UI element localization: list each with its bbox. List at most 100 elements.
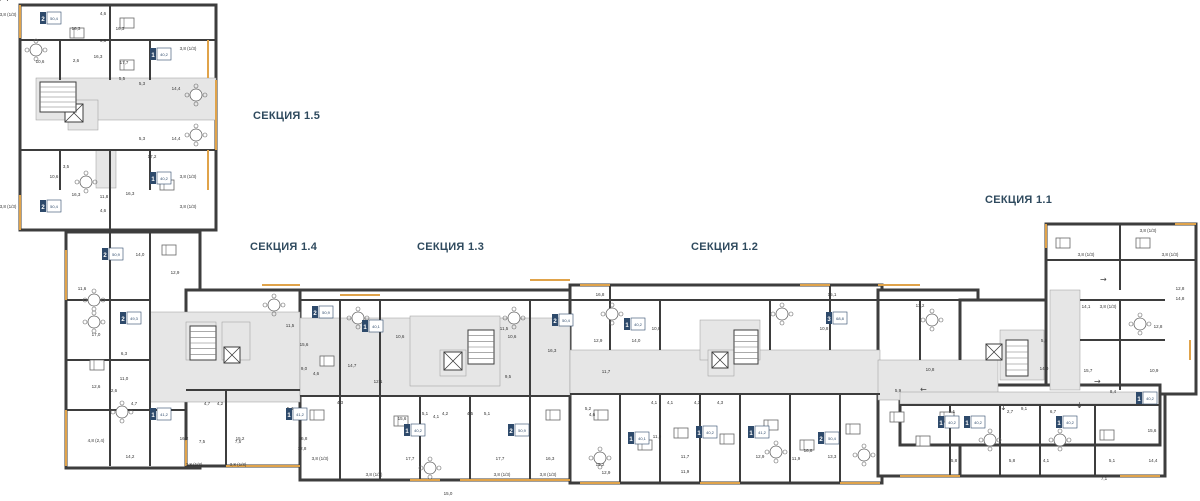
bed: [319, 355, 335, 367]
room-area-label: 6,3: [121, 351, 128, 356]
badge-area: 41,2: [296, 412, 305, 417]
badge-area: 40,2: [1146, 396, 1155, 401]
room-area-label: 14,7: [348, 363, 357, 368]
chair: [987, 428, 993, 434]
badge-area: 40,1: [372, 324, 381, 329]
badge-room-count-box: [1136, 392, 1142, 404]
elevator-cross: [223, 346, 241, 364]
chair: [355, 306, 361, 312]
room-area-label: 3,8 (1/3): [0, 12, 17, 17]
chair: [1066, 437, 1072, 443]
elevator-cross: [711, 351, 729, 369]
chair: [436, 465, 442, 471]
room-area-label: 16,3: [94, 54, 103, 59]
chair: [606, 455, 612, 461]
badge-area-box: [318, 305, 334, 319]
room-area-label: 12,8: [1176, 286, 1185, 291]
dining-table: [189, 128, 203, 142]
badge-area-box: [126, 311, 142, 325]
room-area-label: 3,8 (1/3): [180, 46, 197, 51]
room-area-label: 10,6: [50, 174, 59, 179]
room-area-label: 3,8 (1/3): [186, 462, 203, 467]
chair: [91, 310, 97, 316]
chair: [597, 464, 603, 470]
room-area-label: 16,8: [596, 292, 605, 297]
section-label-1-5[interactable]: СЕКЦИЯ 1.5: [253, 110, 321, 122]
chair: [82, 297, 88, 303]
room-area-label: 16,3: [548, 348, 557, 353]
chair: [427, 456, 433, 462]
chair: [1048, 437, 1054, 443]
badge-area-box: [634, 431, 650, 445]
badge-room-count: 2: [313, 311, 317, 317]
chair: [83, 170, 89, 176]
dining-table: [189, 88, 203, 102]
chair: [870, 452, 876, 458]
room-area-label: 5,5: [119, 76, 126, 81]
room-area-label: 11,5: [286, 323, 295, 328]
chair: [193, 83, 199, 89]
section-label-1-1[interactable]: СЕКЦИЯ 1.1: [985, 194, 1053, 206]
dining-table: [351, 311, 365, 325]
room-area-label: 14,0: [632, 338, 641, 343]
arrow-icon: →: [1100, 275, 1107, 284]
room-area-label: 9,1: [1021, 406, 1028, 411]
chair: [82, 319, 88, 325]
room-area-label: 2,6: [73, 58, 80, 63]
room-area-label: 12,1: [374, 379, 383, 384]
badge-room-count: 2: [41, 205, 45, 211]
badge-room-count-box: [404, 424, 410, 436]
bed: [89, 359, 105, 371]
room-area-label: 4,8 (2,4): [88, 438, 105, 443]
room-area-label: 15,6: [398, 416, 407, 421]
section-label-1-2[interactable]: СЕКЦИЯ 1.2: [691, 241, 759, 253]
section-label-1-4[interactable]: СЕКЦИЯ 1.4: [250, 241, 318, 253]
room-area-label: 3,8 (1/3): [540, 472, 557, 477]
badge-area: 50,9: [322, 310, 331, 315]
badge-area-box: [156, 407, 172, 421]
bed: [719, 433, 735, 445]
room-area-label: 10,8: [652, 326, 661, 331]
chair: [262, 302, 268, 308]
badge-area: 50,4: [828, 436, 837, 441]
badge-area: 50,9: [518, 428, 527, 433]
room-area-label: 5,1: [484, 411, 491, 416]
room-area-label: 12,8: [1154, 324, 1163, 329]
badge-area: 50,4: [50, 204, 59, 209]
badge-room-count-box: [120, 312, 126, 324]
badge-area: 49,3: [130, 316, 139, 321]
room-area-label: 7,5: [199, 439, 206, 444]
chair: [996, 437, 1002, 443]
room-area-label: 11,9: [792, 456, 801, 461]
dining-table: [267, 298, 281, 312]
room-area-label: 5,8: [951, 458, 958, 463]
room-area-label: 17,7: [496, 456, 505, 461]
chair: [119, 400, 125, 406]
room-area-label: 11,7: [602, 369, 611, 374]
badge-room-count-box: [286, 408, 292, 420]
room-area-label: 3,8 (1/3): [230, 462, 247, 467]
room-area-label: 5,2: [585, 406, 592, 411]
badge-area-box: [46, 199, 62, 213]
room-area-label: 14,2: [126, 454, 135, 459]
room-area-label: 7,1: [1101, 476, 1108, 481]
room-area-label: 14,4: [1149, 458, 1158, 463]
bed: [763, 419, 779, 431]
section-label-1-3[interactable]: СЕКЦИЯ 1.3: [417, 241, 485, 253]
chair: [779, 320, 785, 326]
badge-room-count-box: [508, 424, 514, 436]
chair: [618, 311, 624, 317]
room-area-label: 4,5 (1/3): [0, 0, 9, 1]
chair: [202, 92, 208, 98]
interior-details: ←↓→→↓: [24, 17, 1152, 480]
badge-area-box: [630, 317, 646, 331]
room-area-label: 17,7: [120, 60, 129, 65]
badge-room-count-box: [150, 408, 156, 420]
room-area-label: 4,7: [204, 401, 211, 406]
chair: [346, 315, 352, 321]
